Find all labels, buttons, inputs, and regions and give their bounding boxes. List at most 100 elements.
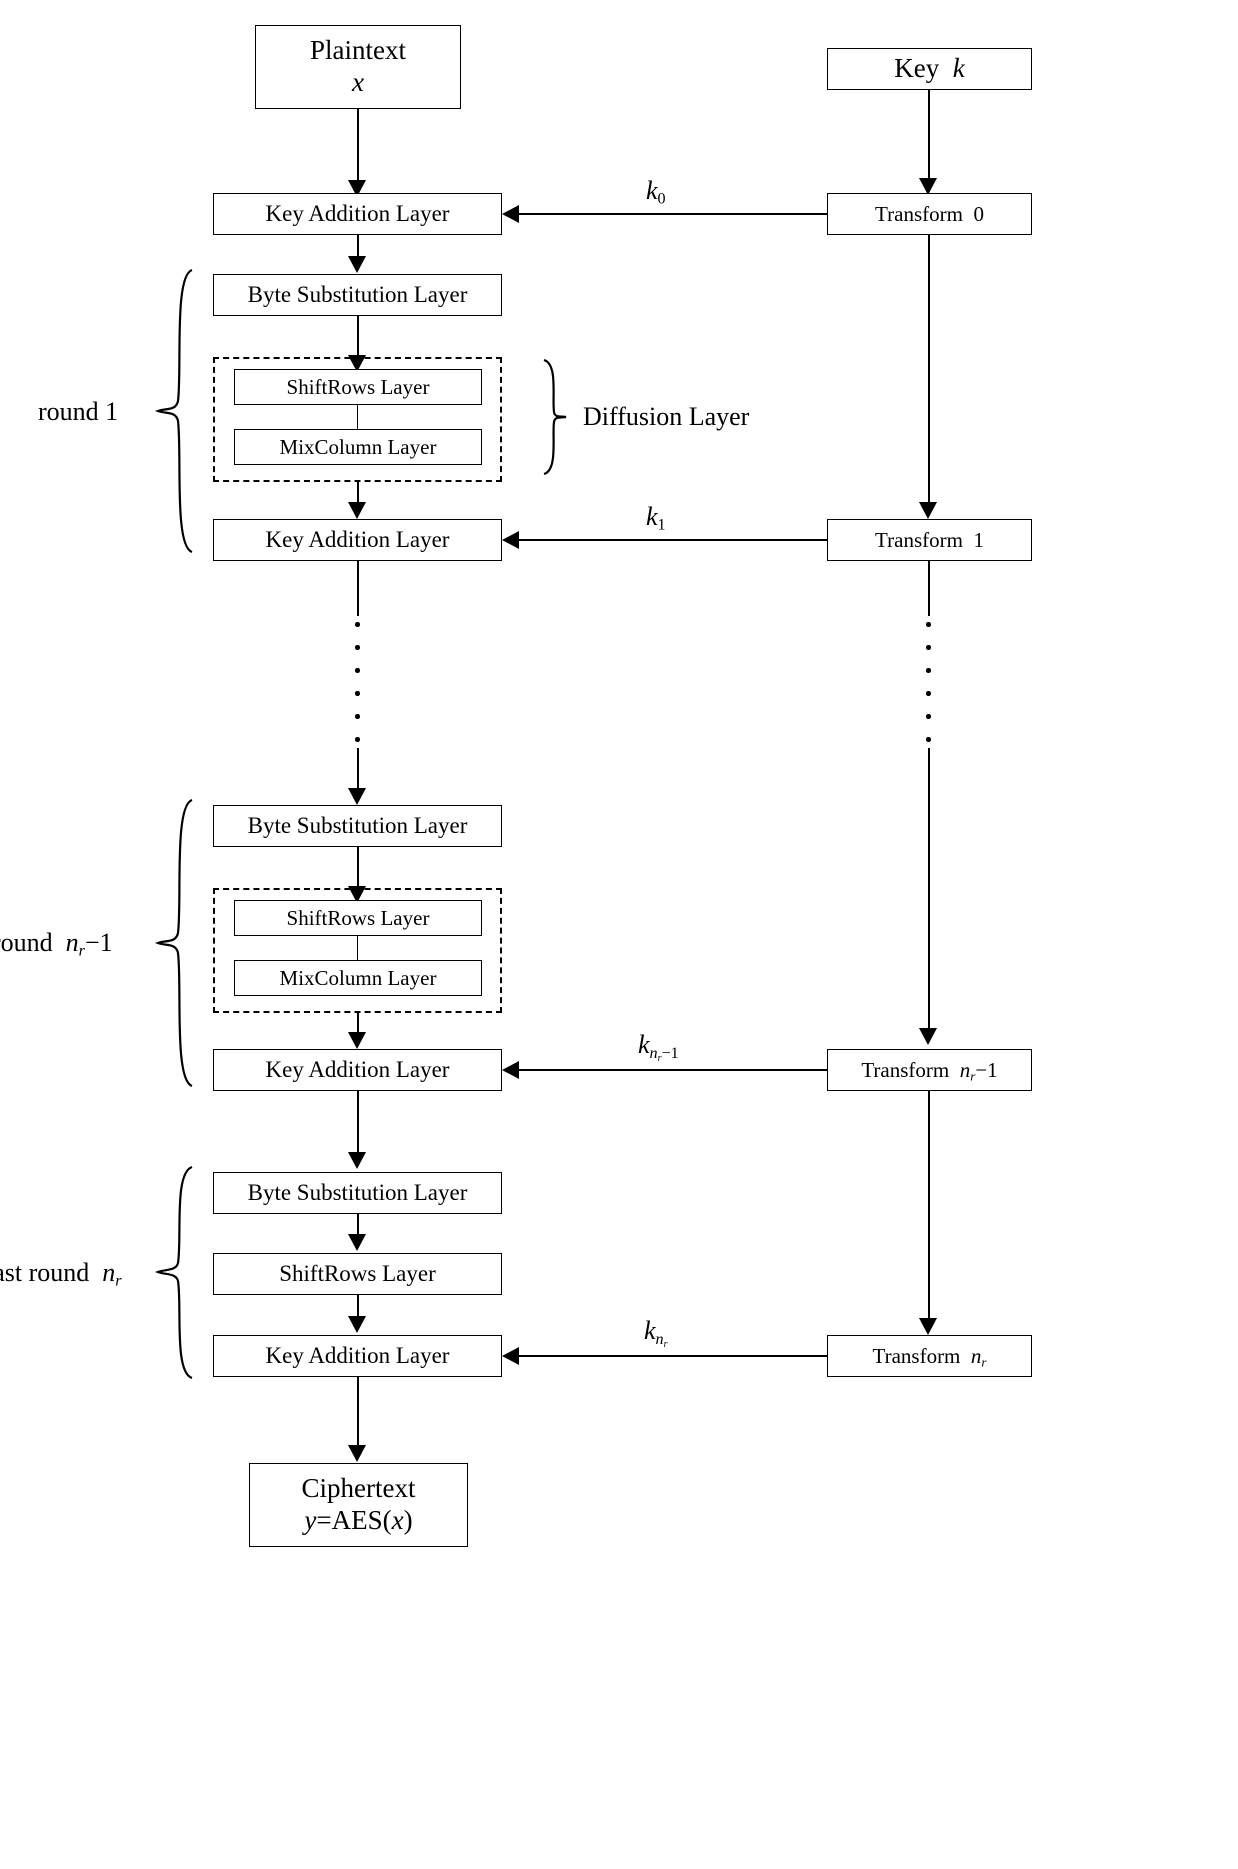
connector-bsub-nr1-to-diffusion-nr1 [357,847,359,889]
round-key-label-k1: k1 [646,502,666,534]
connector-ka-nr1-to-bsub-last [357,1091,359,1155]
last-round-brace [152,1165,198,1380]
connector-transform0-to-transform1 [928,235,930,502]
mixcolumn-layer-round-nr1-label: MixColumn Layer [279,965,437,990]
plaintext-label: Plaintext [310,35,406,66]
connector-key-to-transform0 [928,90,930,178]
arrowhead-bsub1-to-diffusion1 [348,355,366,372]
arrowhead-plaintext-to-ka0 [348,180,366,197]
arrowhead-k1 [502,531,519,549]
shiftrows-layer-round1-label: ShiftRows Layer [286,374,430,399]
key-addition-layer-1-label: Key Addition Layer [265,527,450,553]
ciphertext-formula: y=AES(x) [304,1505,413,1535]
key-addition-layer-nr1: Key Addition Layer [213,1049,502,1091]
transform-nr-box: Transform nr [827,1335,1032,1377]
key-label: Key k [894,53,965,84]
arrowhead-diffusion1-to-ka1 [348,502,366,519]
round-key-sub-1: 1 [657,516,666,534]
ciphertext-box: Ciphertext y=AES(x) [249,1463,468,1547]
connector-diffusion1-to-ka1 [357,482,359,506]
round-key-label-k-nr: knr [644,1316,668,1350]
arrowhead-bsub-last-to-shiftrows-last [348,1234,366,1251]
transform-nr-1-box: Transform nr−1 [827,1049,1032,1091]
arrowhead-transform-nr1-to-transform-nr [919,1318,937,1335]
byte-substitution-layer-round-nr1-label: Byte Substitution Layer [247,813,468,839]
connector-transform-nr1-to-transform-nr [928,1091,930,1318]
arrowhead-k-nr-1 [502,1061,519,1079]
transform-1-box: Transform 1 [827,519,1032,561]
round-nr-1-brace [152,798,198,1088]
arrowhead-transform0-to-transform1 [919,502,937,519]
transform-0-label: Transform 0 [875,201,984,226]
mixcolumn-layer-round1: MixColumn Layer [234,429,482,465]
arrowhead-shiftrows-last-to-ka-last [348,1316,366,1333]
key-box: Key k [827,48,1032,90]
connector-k-nr-1 [519,1069,827,1071]
key-addition-layer-last: Key Addition Layer [213,1335,502,1377]
arrowhead-k0 [502,205,519,223]
plaintext-symbol: x [352,67,364,97]
round-1-label: round 1 [38,397,119,426]
connector-k0 [519,213,827,215]
shiftrows-layer-last-round: ShiftRows Layer [213,1253,502,1295]
connector-transform1-to-ellipsis [928,561,930,616]
round-1-brace [152,268,198,554]
vertical-ellipsis-right [926,622,931,742]
arrowhead-bsub-nr1-to-diffusion-nr1 [348,886,366,903]
key-addition-layer-1: Key Addition Layer [213,519,502,561]
byte-substitution-layer-last-round: Byte Substitution Layer [213,1172,502,1214]
key-addition-layer-0-label: Key Addition Layer [265,201,450,227]
connector-bsub1-to-diffusion1 [357,316,359,358]
connector-shiftrows-nr1-to-mixcolumn-nr1 [357,936,358,961]
connector-ellipsis-to-transform-nr1 [928,748,930,1028]
arrowhead-ellipsis-to-bsub-nr1 [348,788,366,805]
shiftrows-layer-round-nr1: ShiftRows Layer [234,900,482,936]
byte-substitution-layer-round1: Byte Substitution Layer [213,274,502,316]
connector-ka1-to-ellipsis [357,561,359,616]
diffusion-layer-group-round-nr1 [213,888,502,1013]
connector-ka-last-to-ciphertext [357,1377,359,1449]
round-key-sub-0: 0 [657,190,666,208]
round-key-label-k0: k0 [646,176,666,208]
arrowhead-diffusion-nr1-to-ka-nr1 [348,1032,366,1049]
arrowhead-k-nr [502,1347,519,1365]
shiftrows-layer-last-round-label: ShiftRows Layer [279,1261,436,1287]
shiftrows-layer-round1: ShiftRows Layer [234,369,482,405]
shiftrows-layer-round-nr1-label: ShiftRows Layer [286,905,430,930]
key-addition-layer-nr1-label: Key Addition Layer [265,1057,450,1083]
mixcolumn-layer-round1-label: MixColumn Layer [279,434,437,459]
transform-nr-1-label: Transform nr−1 [861,1057,998,1084]
plaintext-box: Plaintext x [255,25,461,109]
diffusion-layer-brace [538,358,578,476]
diffusion-layer-group-round1 [213,357,502,482]
connector-ka0-to-bsub1 [357,235,359,259]
arrowhead-ka0-to-bsub1 [348,256,366,273]
byte-substitution-layer-last-round-label: Byte Substitution Layer [247,1180,468,1206]
round-key-label-k-nr-1: knr−1 [638,1030,679,1064]
transform-nr-label: Transform nr [872,1343,987,1370]
connector-plaintext-to-ka0 [357,109,359,184]
vertical-ellipsis-left [355,622,360,742]
transform-1-label: Transform 1 [875,527,984,552]
byte-substitution-layer-round-nr1: Byte Substitution Layer [213,805,502,847]
connector-bsub-last-to-shiftrows-last [357,1214,359,1236]
arrowhead-ellipsis-to-transform-nr1 [919,1028,937,1045]
last-round-label: last round nr [0,1258,122,1290]
mixcolumn-layer-round-nr1: MixColumn Layer [234,960,482,996]
arrowhead-key-to-transform0 [919,178,937,195]
arrowhead-ka-nr1-to-bsub-last [348,1152,366,1169]
diffusion-layer-label: Diffusion Layer [583,402,750,431]
key-addition-layer-last-label: Key Addition Layer [265,1343,450,1369]
byte-substitution-layer-round1-label: Byte Substitution Layer [247,282,468,308]
connector-shiftrows1-to-mixcolumn1 [357,405,358,430]
transform-0-box: Transform 0 [827,193,1032,235]
arrowhead-ka-last-to-ciphertext [348,1445,366,1462]
connector-ellipsis-to-bsub-nr1 [357,748,359,794]
round-nr-1-label: round nr−1 [0,928,113,960]
ciphertext-label: Ciphertext [301,1473,416,1504]
connector-k1 [519,539,827,541]
connector-diffusion-nr1-to-ka-nr1 [357,1013,359,1037]
connector-k-nr [519,1355,827,1357]
key-addition-layer-0: Key Addition Layer [213,193,502,235]
